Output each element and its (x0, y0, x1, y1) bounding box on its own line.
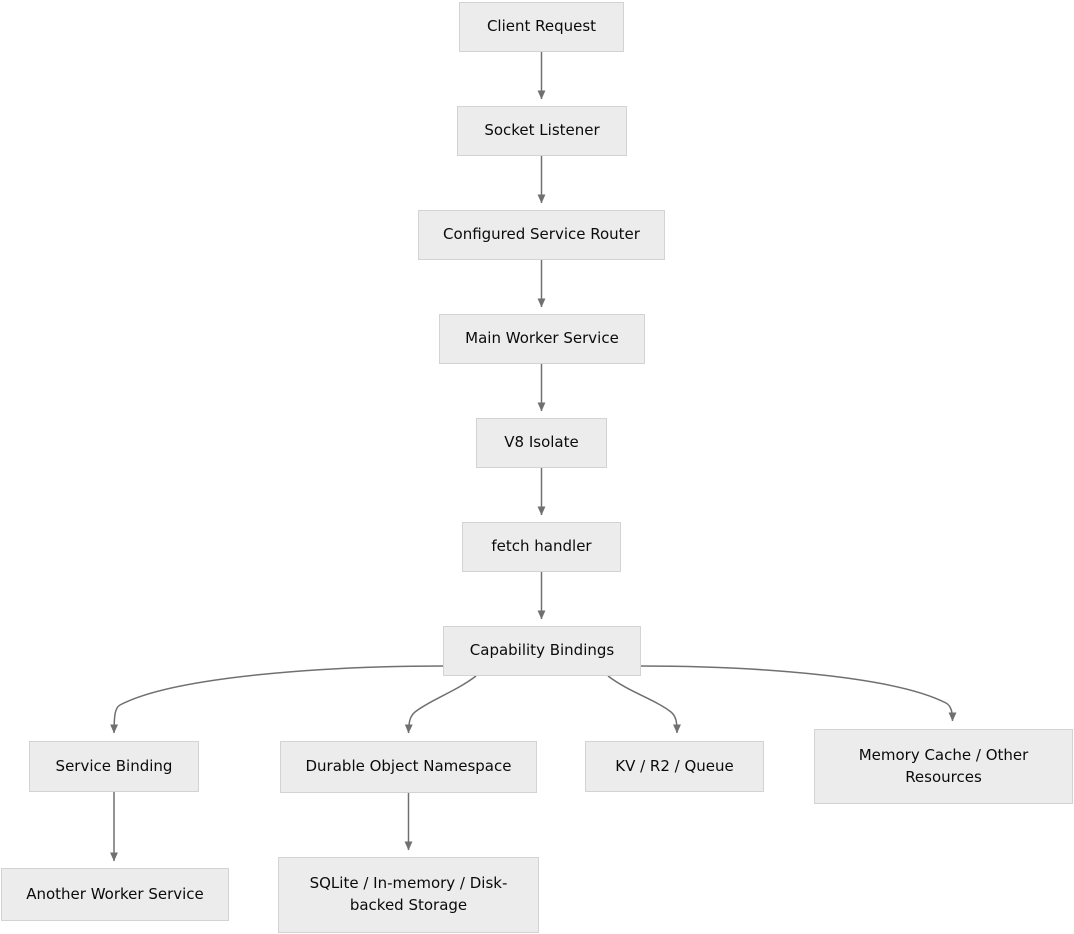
node-another-worker-service[interactable]: Another Worker Service (1, 868, 229, 921)
node-capability-bindings[interactable]: Capability Bindings (443, 626, 641, 676)
edge-capability-bindings-to-kv-r2-queue (607, 675, 681, 734)
node-sqlite-storage[interactable]: SQLite / In-memory / Disk- backed Storag… (278, 857, 539, 933)
node-client-request-label: Client Request (486, 17, 597, 36)
node-kv-r2-queue[interactable]: KV / R2 / Queue (585, 741, 764, 792)
node-configured-service-router-label: Configured Service Router (443, 225, 640, 244)
node-main-worker-service[interactable]: Main Worker Service (439, 314, 645, 364)
edge-capability-bindings-to-memory-cache (640, 665, 957, 722)
node-socket-listener-label: Socket Listener (484, 121, 600, 140)
node-main-worker-service-label: Main Worker Service (465, 329, 619, 348)
node-service-binding-label: Service Binding (55, 756, 173, 775)
node-v8-isolate-label: V8 Isolate (504, 433, 579, 452)
node-sqlite-storage-label: SQLite / In-memory / Disk- backed Storag… (309, 874, 508, 914)
edge-capability-bindings-to-durable-object-namespace (404, 675, 477, 734)
node-socket-listener[interactable]: Socket Listener (457, 106, 627, 156)
node-durable-object-namespace[interactable]: Durable Object Namespace (280, 741, 537, 793)
node-memory-cache-other-resources[interactable]: Memory Cache / Other Resources (814, 729, 1073, 804)
node-client-request[interactable]: Client Request (459, 2, 624, 52)
node-kv-r2-queue-label: KV / R2 / Queue (615, 756, 734, 775)
node-memory-cache-other-resources-label: Memory Cache / Other Resources (858, 745, 1029, 786)
node-service-binding[interactable]: Service Binding (29, 741, 199, 792)
node-another-worker-service-label: Another Worker Service (26, 884, 204, 903)
edge-capability-bindings-to-service-binding (110, 665, 444, 734)
node-configured-service-router[interactable]: Configured Service Router (418, 210, 665, 260)
node-fetch-handler-label: fetch handler (491, 537, 592, 556)
node-v8-isolate[interactable]: V8 Isolate (476, 418, 607, 468)
node-fetch-handler[interactable]: fetch handler (462, 522, 621, 572)
node-durable-object-namespace-label: Durable Object Namespace (305, 757, 512, 776)
node-capability-bindings-label: Capability Bindings (469, 641, 615, 660)
